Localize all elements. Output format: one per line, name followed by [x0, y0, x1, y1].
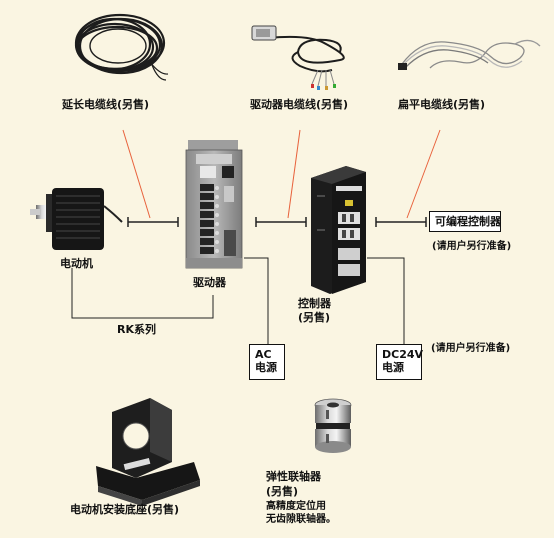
plc-label: 可编程控制器 [435, 215, 501, 228]
coupling-desc-2: 无齿隙联轴器。 [266, 514, 336, 525]
cable-bars [127, 217, 427, 227]
plc-box: 可编程控制器 [429, 211, 501, 232]
coupling-desc-1: 高精度定位用 [266, 501, 326, 512]
controller-sold-separately: (另售) [298, 311, 331, 324]
ac-power-label: 电源 [255, 361, 277, 374]
dc-note: (请用户另行准备) [431, 343, 511, 354]
ac-label: AC [255, 348, 272, 361]
stepper-motor-icon [30, 188, 123, 250]
coiled-cable-icon [74, 13, 169, 81]
ac-power-box: AC 电源 [249, 344, 285, 380]
leader-lines [122, 129, 441, 219]
rk-series-label: RK系列 [117, 323, 156, 336]
flat-cable-label: 扁平电缆线(另售) [398, 98, 486, 111]
coupling-icon [314, 398, 352, 453]
controller-label: 控制器 [298, 297, 331, 310]
extension-cable-label: 延长电缆线(另售) [62, 98, 150, 111]
mounting-bracket-icon [96, 398, 200, 506]
driver-label: 驱动器 [193, 276, 226, 289]
plc-note: (请用户另行准备) [432, 241, 512, 252]
controller-unit-icon [311, 166, 366, 294]
dc-power-label: 电源 [382, 361, 404, 374]
bracket-label: 电动机安装底座(另售) [70, 503, 180, 516]
motor-label: 电动机 [60, 257, 93, 270]
coupling-sold-separately: (另售) [266, 485, 299, 498]
dc24v-label: DC24V [382, 348, 424, 361]
connector-cable-icon [251, 25, 345, 90]
dc-power-box: DC24V 电源 [376, 344, 424, 380]
driver-unit-icon [185, 140, 243, 269]
flat-cable-icon [398, 39, 541, 70]
coupling-label: 弹性联轴器 [266, 470, 321, 483]
driver-cable-label: 驱动器电缆线(另售) [250, 98, 349, 111]
